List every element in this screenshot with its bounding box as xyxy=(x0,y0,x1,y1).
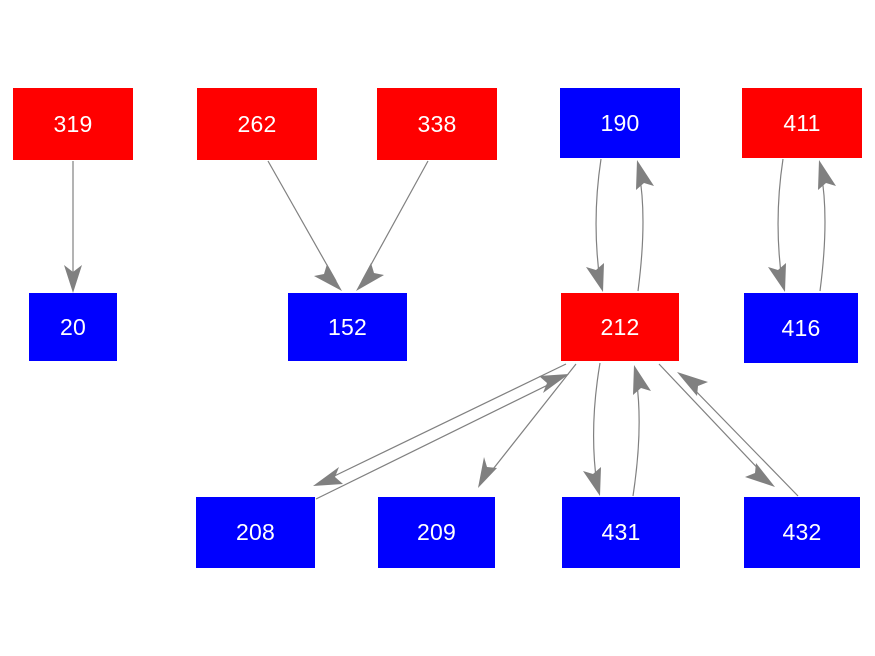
node-209[interactable]: 209 xyxy=(378,497,495,568)
node-338[interactable]: 338 xyxy=(377,88,497,160)
node-411[interactable]: 411 xyxy=(742,88,862,158)
edge-212-209 xyxy=(478,363,577,488)
node-416[interactable]: 416 xyxy=(744,293,858,363)
node-label: 212 xyxy=(600,313,640,340)
edge-319-20 xyxy=(64,161,82,293)
edge-411-416 xyxy=(768,158,786,292)
edge-262-152 xyxy=(267,160,342,291)
node-label: 152 xyxy=(328,313,367,340)
edge-431-212 xyxy=(632,365,651,497)
node-208[interactable]: 208 xyxy=(196,497,315,568)
node-label: 338 xyxy=(417,110,457,137)
node-label: 416 xyxy=(781,314,821,341)
edge-190-212 xyxy=(586,158,604,292)
edge-212-432 xyxy=(658,363,775,487)
node-190[interactable]: 190 xyxy=(560,88,680,158)
node-label: 208 xyxy=(236,519,275,545)
node-label: 262 xyxy=(237,110,277,137)
node-319[interactable]: 319 xyxy=(13,88,133,160)
node-262[interactable]: 262 xyxy=(197,88,317,160)
node-label: 190 xyxy=(600,109,640,136)
node-20[interactable]: 20 xyxy=(29,293,117,361)
node-label: 209 xyxy=(417,519,456,545)
node-431[interactable]: 431 xyxy=(562,497,680,568)
node-label: 319 xyxy=(53,110,93,137)
edge-208-212 xyxy=(315,374,569,500)
edge-212-190 xyxy=(636,160,654,292)
node-label: 431 xyxy=(601,519,641,545)
edge-432-212 xyxy=(677,372,799,497)
node-152[interactable]: 152 xyxy=(288,293,407,361)
node-432[interactable]: 432 xyxy=(744,497,860,568)
node-label: 411 xyxy=(783,109,821,136)
node-label: 20 xyxy=(60,313,86,340)
node-label: 432 xyxy=(782,519,822,545)
node-212[interactable]: 212 xyxy=(561,293,679,361)
edge-416-411 xyxy=(818,160,836,292)
edge-212-431 xyxy=(583,362,601,496)
edge-338-152 xyxy=(356,160,429,291)
edge-212-208 xyxy=(313,363,567,486)
